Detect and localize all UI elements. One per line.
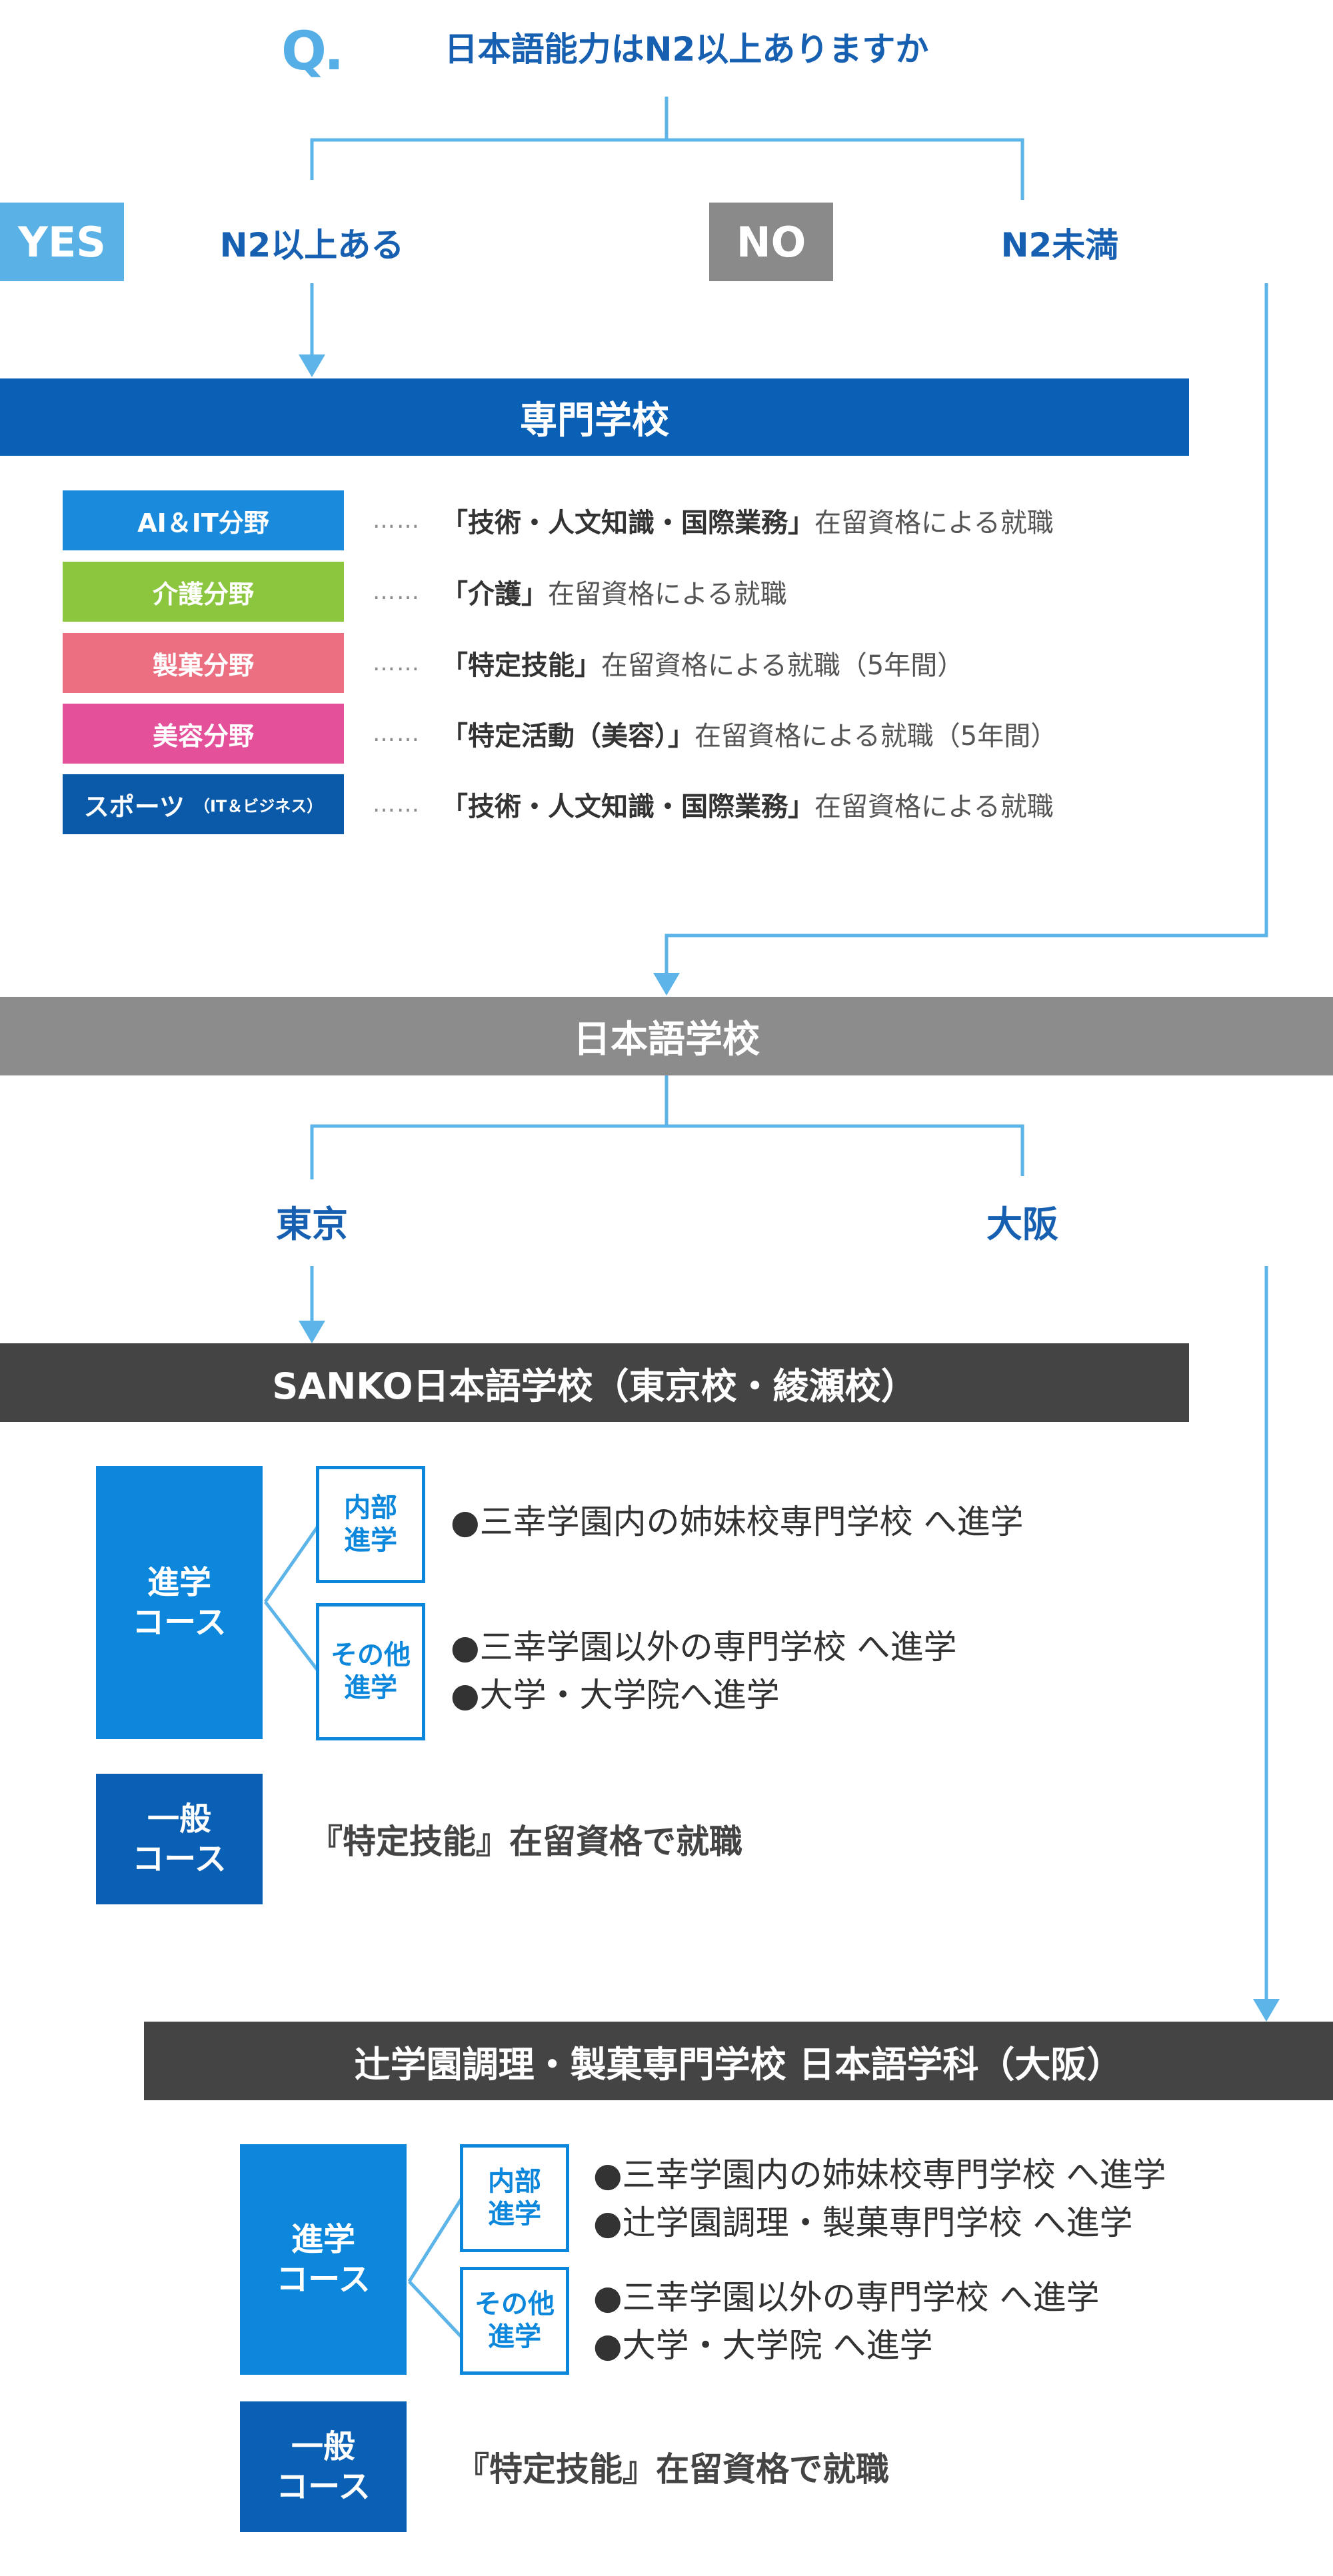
field-description: 「技術・人文知識・国際業務」在留資格による就職 xyxy=(441,490,1174,550)
field-badge: 製菓分野 xyxy=(63,633,344,693)
field-leader-dots: …… xyxy=(373,650,421,676)
field-visa-outcome: 在留資格による就職 xyxy=(548,579,787,610)
field-leader-dots: …… xyxy=(373,578,421,605)
tokyo-internal-box: 内部進学 xyxy=(316,1466,425,1583)
osaka-general-course: 一般コース xyxy=(240,2401,407,2532)
tokyo-general-course: 一般コース xyxy=(96,1774,263,1904)
yes-label: N2以上ある xyxy=(219,226,405,265)
field-visa-type: 「技術・人文知識・国際業務」 xyxy=(441,792,814,822)
field-description: 「技術・人文知識・国際業務」在留資格による就職 xyxy=(441,774,1174,834)
field-badge: AI＆IT分野 xyxy=(63,490,344,550)
osaka-other-label: その他進学 xyxy=(475,2289,555,2352)
field-badge: スポーツ （IT＆ビジネス） xyxy=(63,774,344,834)
tokyo-advance-course: 進学コース xyxy=(96,1466,263,1739)
field-name: 製菓分野 xyxy=(152,650,254,680)
osaka-other-box: その他進学 xyxy=(460,2267,569,2375)
destination-item: ●三幸学園以外の専門学校 へ進学 xyxy=(451,1628,957,1666)
osaka-internal-destinations: ●三幸学園内の姉妹校専門学校 へ進学 ●辻学園調理・製菓専門学校 へ進学 xyxy=(593,2151,1166,2247)
field-badge: 美容分野 xyxy=(63,704,344,764)
tokyo-internal-destinations: ●三幸学園内の姉妹校専門学校 へ進学 xyxy=(451,1498,1024,1546)
field-visa-type: 「特定技能」 xyxy=(441,650,601,681)
osaka-general-job: 『特定技能』在留資格で就職 xyxy=(456,2450,889,2489)
field-description: 「介護」在留資格による就職 xyxy=(441,562,1174,622)
destination-item: ●辻学園調理・製菓専門学校 へ進学 xyxy=(593,2204,1133,2242)
vocational-school-bar: 専門学校 xyxy=(0,378,1189,456)
osaka-internal-label: 内部進学 xyxy=(488,2166,541,2230)
osaka-general-course-label: 一般コース xyxy=(276,2428,371,2505)
tokyo-other-box: その他進学 xyxy=(316,1603,425,1740)
field-description: 「特定活動（美容）」在留資格による就職（5年間） xyxy=(441,704,1174,764)
field-name: AI＆IT分野 xyxy=(137,508,269,538)
field-name: 美容分野 xyxy=(152,721,254,751)
tokyo-general-course-label: 一般コース xyxy=(132,1800,227,1878)
tokyo-internal-label: 内部進学 xyxy=(344,1493,397,1556)
destination-item: ●三幸学園内の姉妹校専門学校 へ進学 xyxy=(593,2156,1166,2194)
question-mark: Q. xyxy=(281,20,344,82)
field-visa-type: 「介護」 xyxy=(441,579,548,610)
yes-badge: YES xyxy=(0,203,124,281)
field-leader-dots: …… xyxy=(373,791,421,818)
destination-item: ●大学・大学院 へ進学 xyxy=(593,2326,933,2365)
osaka-other-destinations: ●三幸学園以外の専門学校 へ進学 ●大学・大学院 へ進学 xyxy=(593,2273,1100,2369)
osaka-advance-course: 進学コース xyxy=(240,2144,407,2375)
field-visa-outcome: 在留資格による就職 xyxy=(814,508,1054,538)
no-label: N2未満 xyxy=(1000,226,1119,265)
osaka-school-bar: 辻学園調理・製菓専門学校 日本語学科（大阪） xyxy=(144,2022,1333,2100)
osaka-label: 大阪 xyxy=(986,1203,1058,1245)
tokyo-advance-course-label: 進学コース xyxy=(132,1564,227,1641)
destination-item: ●三幸学園内の姉妹校専門学校 へ進学 xyxy=(451,1503,1024,1541)
tokyo-school-bar: SANKO日本語学校（東京校・綾瀬校） xyxy=(0,1343,1189,1422)
field-visa-outcome: 在留資格による就職 xyxy=(814,792,1054,822)
field-leader-dots: …… xyxy=(373,507,421,534)
field-name: 介護分野 xyxy=(152,579,254,609)
destination-item: ●三幸学園以外の専門学校 へ進学 xyxy=(593,2278,1100,2317)
field-description: 「特定技能」在留資格による就職（5年間） xyxy=(441,633,1174,693)
field-name: スポーツ xyxy=(83,792,185,822)
field-visa-type: 「特定活動（美容）」 xyxy=(441,721,694,752)
field-visa-outcome: 在留資格による就職（5年間） xyxy=(601,650,964,681)
tokyo-other-destinations: ●三幸学園以外の専門学校 へ進学 ●大学・大学院へ進学 xyxy=(451,1623,957,1719)
japanese-school-bar: 日本語学校 xyxy=(0,997,1333,1075)
tokyo-other-label: その他進学 xyxy=(331,1640,411,1703)
field-leader-dots: …… xyxy=(373,720,421,747)
osaka-internal-box: 内部進学 xyxy=(460,2144,569,2252)
tokyo-general-job: 『特定技能』在留資格で就職 xyxy=(309,1822,742,1861)
field-name-note: （IT＆ビジネス） xyxy=(193,796,323,816)
tokyo-label: 東京 xyxy=(276,1203,348,1245)
osaka-advance-course-label: 進学コース xyxy=(276,2221,371,2298)
question-text: 日本語能力はN2以上ありますか xyxy=(444,30,929,69)
field-visa-type: 「技術・人文知識・国際業務」 xyxy=(441,508,814,538)
no-badge: NO xyxy=(709,203,833,281)
destination-item: ●大学・大学院へ進学 xyxy=(451,1676,780,1714)
field-visa-outcome: 在留資格による就職（5年間） xyxy=(694,721,1058,752)
field-badge: 介護分野 xyxy=(63,562,344,622)
